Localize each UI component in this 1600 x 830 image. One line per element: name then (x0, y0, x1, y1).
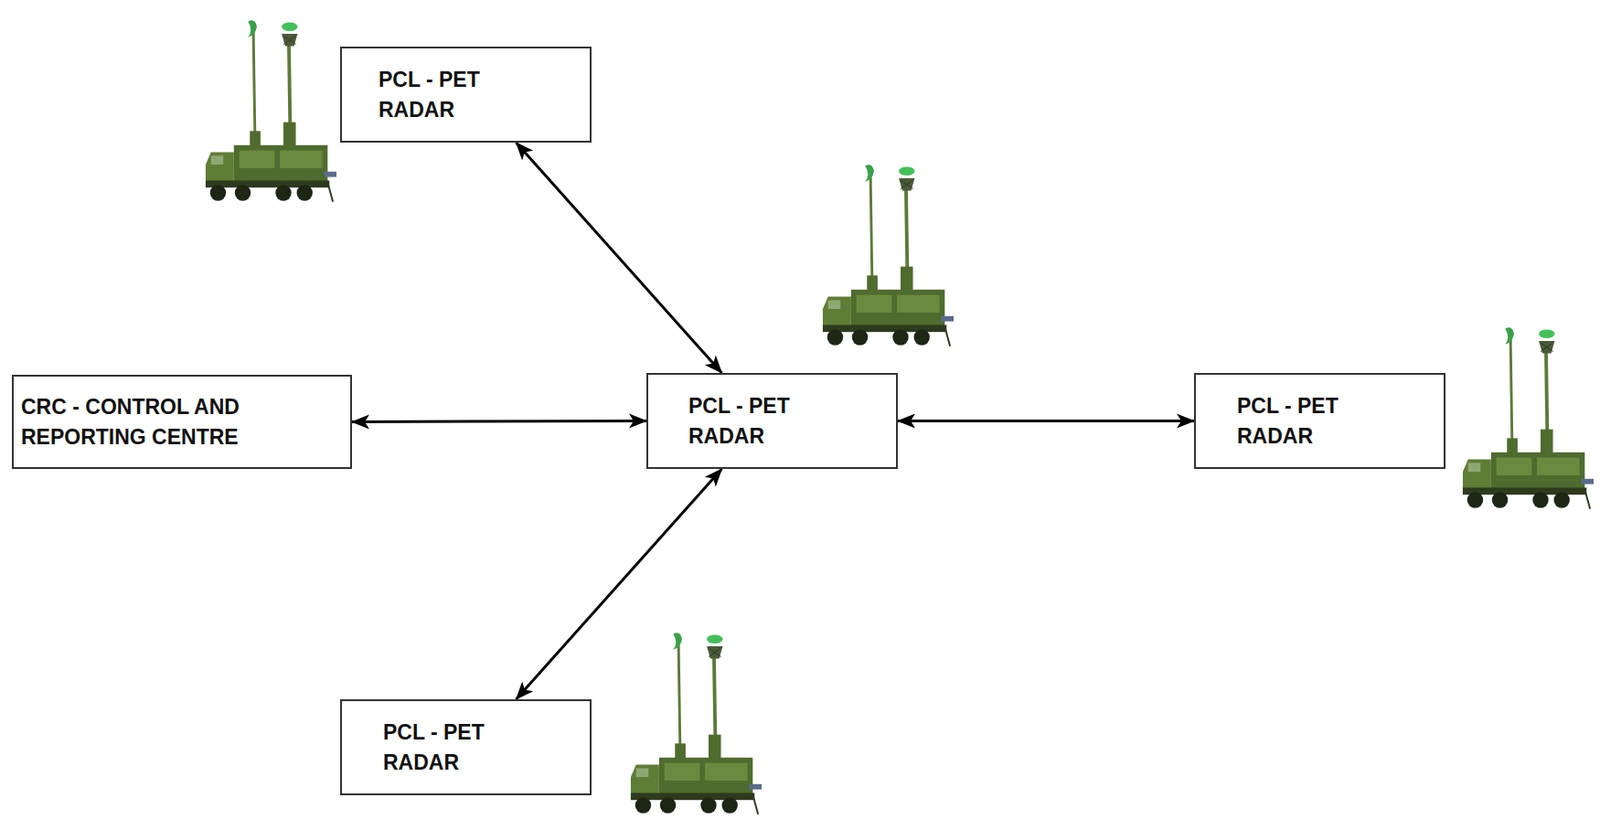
box-label: PCL - PET RADAR (1237, 391, 1364, 450)
radar-truck (822, 164, 954, 346)
link-arrow (897, 419, 1195, 423)
radar-box: PCL - PET RADAR (1194, 373, 1446, 470)
box-label: PCL - PET RADAR (383, 717, 510, 777)
link-arrow (352, 421, 647, 423)
radar-box: PCL - PET RADAR (340, 699, 592, 796)
radar-box: PCL - PET RADAR (340, 46, 592, 143)
radar-truck (1462, 327, 1594, 509)
link-arrow (516, 469, 723, 700)
box-label: PCL - PET RADAR (688, 391, 815, 450)
radar-box: PCL - PET RADAR (646, 373, 898, 470)
box-label: CRC - CONTROL AND REPORTING CENTRE (21, 392, 316, 451)
radar-truck (205, 20, 337, 202)
control-centre-box: CRC - CONTROL AND REPORTING CENTRE (11, 374, 352, 470)
link-arrow (516, 142, 723, 374)
box-label: PCL - PET RADAR (378, 64, 505, 124)
radar-truck (630, 632, 762, 814)
